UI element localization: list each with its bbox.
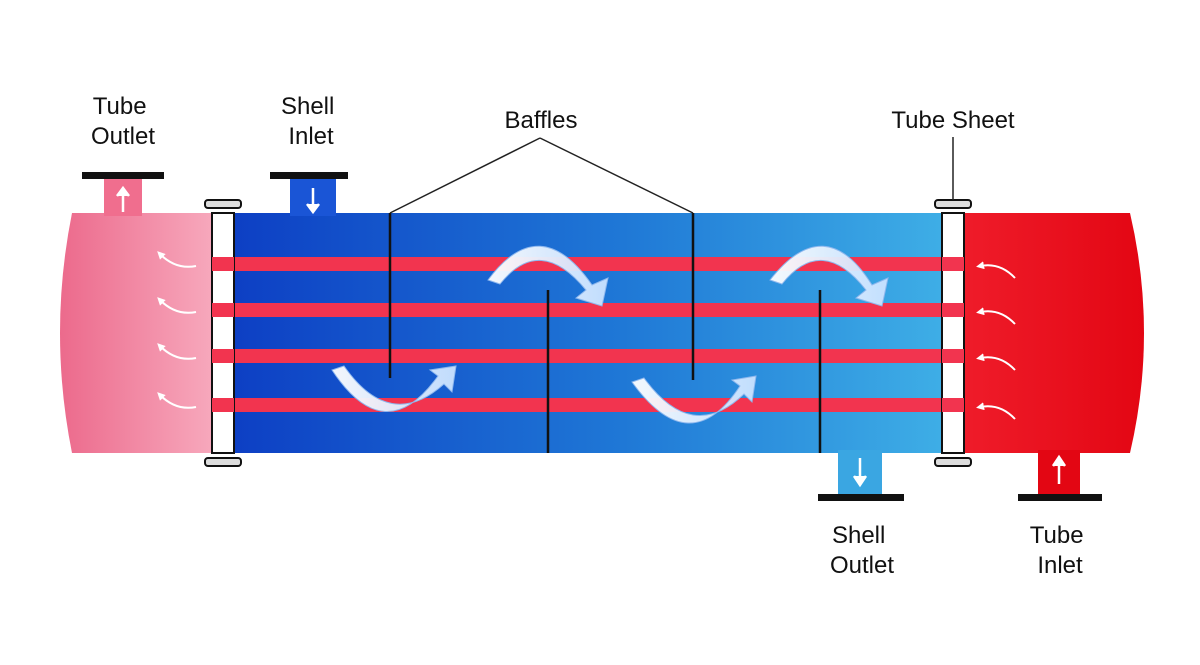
tube <box>232 398 944 412</box>
flow-arrow-icon <box>487 245 609 307</box>
down-arrow-icon <box>306 188 320 215</box>
small-arrow-icon <box>157 251 197 268</box>
tube-inlet-flange <box>1018 494 1102 501</box>
small-arrow-icon <box>976 402 1016 420</box>
right-channel-head <box>962 213 1144 453</box>
tube-inlet-label: Tube Inlet <box>1030 522 1090 579</box>
flow-arrow-icon <box>769 245 889 307</box>
small-arrow-icon <box>976 353 1016 371</box>
left-channel-head <box>60 213 212 453</box>
up-arrow-icon <box>1051 454 1067 484</box>
shell-inlet-label: Shell Inlet <box>281 93 341 150</box>
leader-lines <box>389 137 954 214</box>
tube <box>232 303 944 317</box>
right-tube-sheet <box>934 199 972 467</box>
shell-flow-arrows <box>331 245 889 424</box>
up-arrow-icon <box>116 185 130 212</box>
flow-arrow-icon <box>331 365 457 413</box>
tube <box>232 349 944 363</box>
tube-outlet-label: Tube Outlet <box>91 93 155 150</box>
shell-body <box>232 213 944 453</box>
tube <box>232 257 944 271</box>
tube-outlet-flange <box>82 172 164 179</box>
down-arrow-icon <box>852 458 868 488</box>
right-head-arrows <box>976 261 1016 420</box>
baffles <box>388 213 822 453</box>
small-arrow-icon <box>976 261 1016 279</box>
flow-arrow-icon <box>631 375 757 424</box>
small-arrow-icon <box>976 307 1016 325</box>
left-head-arrows <box>157 251 197 409</box>
left-tube-sheet <box>204 199 242 467</box>
small-arrow-icon <box>157 297 197 314</box>
small-arrow-icon <box>157 343 197 360</box>
shell-outlet-label: Shell Outlet <box>830 522 894 579</box>
shell-inlet-flange <box>270 172 348 179</box>
small-arrow-icon <box>157 392 197 409</box>
tube-sheet-label: Tube Sheet <box>891 107 1015 134</box>
shell-outlet-flange <box>818 494 904 501</box>
baffles-label: Baffles <box>505 107 578 134</box>
tube-bundle <box>232 257 944 412</box>
